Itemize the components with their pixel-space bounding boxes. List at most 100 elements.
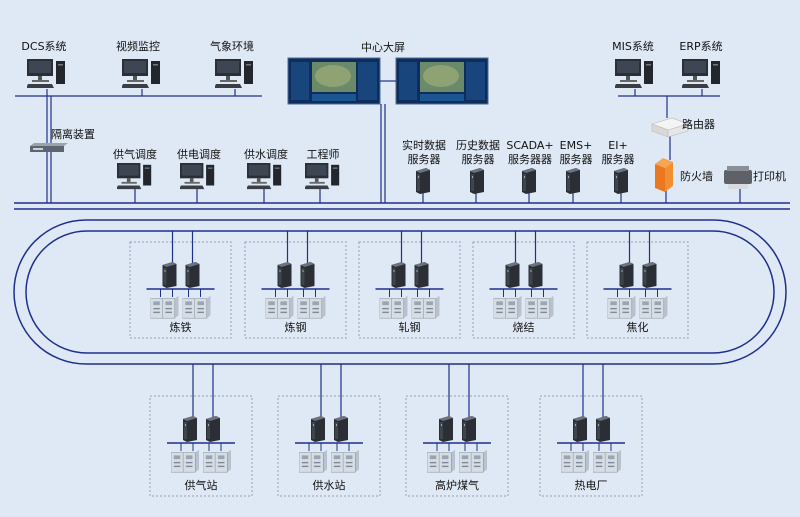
station-box [539,395,643,497]
tower-server-icon [522,168,536,194]
tower-server-icon [185,262,200,288]
switch-cabinet-icon [265,295,294,319]
station-box [405,395,509,497]
switch-cabinet-icon [299,449,327,473]
station-box [149,395,253,497]
station-label: 炼钢 [285,320,307,334]
ems-server-label-2: 服务器 [560,153,593,166]
station-4: 烧结 [472,231,575,339]
tower-server-icon [573,416,587,442]
router-icon [651,117,689,138]
tower-server-icon [505,262,520,288]
tower-server-icon [619,262,634,288]
tower-server-icon [311,416,325,442]
switch-cabinet-icon [203,449,231,473]
tower-server-icon [462,416,476,442]
switch-cabinet-icon [561,449,589,473]
switch-cabinet-icon [150,295,179,319]
engineer-node: 工程师 [305,148,340,190]
gas-dispatch-node: 供气调度 [113,147,157,190]
tower-server-icon [183,416,197,442]
stations-layer: 炼铁 炼钢 轧钢 烧结 焦化供气站供水站 高炉煤气 热电厂 [129,231,689,497]
realtime-server-node: 实时数据 服务器 [402,138,446,194]
station-3: 轧钢 [358,231,461,339]
firewall-label: 防火墙 [680,169,713,183]
engineer-label: 工程师 [307,148,340,161]
mis-label: MIS系统 [612,40,654,53]
switch-cabinet-icon [331,449,359,473]
tower-server-icon [439,416,453,442]
isolation-label: 隔离装置 [51,127,95,141]
isolation-device-icon [30,143,68,152]
station-label: 焦化 [627,320,649,334]
tower-server-icon [391,262,406,288]
ei-server-label-2: 服务器 [602,153,635,166]
tower-server-icon [596,416,610,442]
router-label: 路由器 [682,117,715,131]
video-monitor-node: 视频监控 [116,39,160,88]
switch-cabinet-icon [593,449,621,473]
scada-server-label-2: 服务器器 [508,153,552,166]
router-node: 路由器 [651,117,715,138]
tower-server-icon [642,262,657,288]
station-bottom-4: 热电厂 [539,364,643,497]
tower-server-icon [300,262,315,288]
station-5: 焦化 [586,231,689,339]
station-label: 烧结 [513,321,535,334]
scada-server-node: SCADA+ 服务器器 [506,139,554,194]
switch-cabinet-icon [379,295,408,319]
dcs-system-node: DCS系统 [21,40,67,88]
ems-server-node: EMS+ 服务器 [560,139,593,194]
desktop-computer-icon [682,59,720,88]
printer-label: 打印机 [753,169,786,183]
desktop-computer-icon [27,59,65,88]
dcs-label: DCS系统 [21,40,66,53]
erp-label: ERP系统 [679,40,722,53]
station-box [244,241,347,339]
tower-server-icon [614,168,628,194]
switch-cabinet-icon [639,295,668,319]
switch-cabinet-icon [493,295,522,319]
switch-cabinet-icon [171,449,199,473]
desktop-computer-icon [180,163,215,190]
ei-server-node: EI+ 服务器 [602,139,635,194]
station-bottom-1: 供气站 [149,364,253,497]
tower-server-icon [162,262,177,288]
history-server-label-1: 历史数据 [456,138,500,152]
station-label: 供水站 [313,478,346,492]
history-server-node: 历史数据 服务器 [456,138,500,194]
desktop-computer-icon [215,59,253,88]
station-box [358,241,461,339]
station-label: 热电厂 [575,479,608,492]
station-label: 高炉煤气 [435,478,479,492]
tower-server-icon [414,262,429,288]
switch-cabinet-icon [297,295,326,319]
desktop-computer-icon [305,163,340,190]
station-label: 炼铁 [170,320,192,334]
station-bottom-3: 高炉煤气 [405,364,509,497]
history-server-label-2: 服务器 [462,153,495,166]
tower-server-icon [277,262,292,288]
tower-server-icon [566,168,580,194]
tower-server-icon [416,168,430,194]
tower-server-icon [334,416,348,442]
ei-server-label-1: EI+ [608,139,627,152]
main-bus [14,202,790,210]
switch-cabinet-icon [411,295,440,319]
station-label: 轧钢 [399,320,421,334]
switch-cabinet-icon [525,295,554,319]
printer-node: 打印机 [724,166,786,189]
station-1: 炼铁 [129,231,232,339]
station-box [277,395,381,497]
station-box [586,241,689,339]
tower-server-icon [528,262,543,288]
water-dispatch-node: 供水调度 [244,147,288,190]
realtime-server-label-2: 服务器 [408,153,441,166]
station-box [129,241,232,339]
desktop-computer-icon [117,163,152,190]
power-dispatch-node: 供电调度 [177,147,221,190]
ring-network [13,219,787,365]
realtime-server-label-1: 实时数据 [402,138,446,152]
station-2: 炼钢 [244,231,347,339]
